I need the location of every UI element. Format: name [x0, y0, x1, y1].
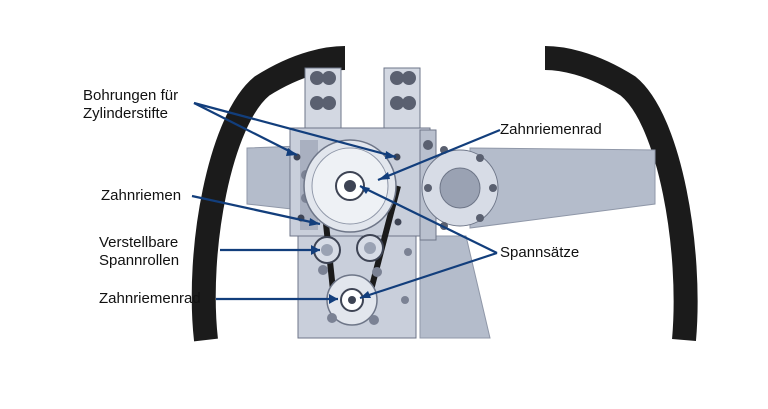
label-bohrungen-line1: Bohrungen für: [83, 87, 179, 104]
label-bohrungen-line2: Zylinderstifte: [83, 105, 169, 122]
label-zahnriemenrad-top: Zahnriemenrad: [500, 121, 602, 138]
label-zahnriemenrad-bottom: Zahnriemenrad: [99, 290, 201, 307]
tension-rollers: [313, 234, 412, 277]
bottom-pulley: [326, 274, 409, 326]
wheel-spokes: [246, 145, 656, 339]
leader-spannsaetze-b: [359, 251, 498, 300]
label-zahnriemen: Zahnriemen: [101, 187, 182, 204]
wheel-rim: [191, 46, 698, 342]
top-pulley: [303, 139, 397, 233]
leader-arrowheads: [286, 148, 396, 304]
leader-bohrungen-a: [193, 102, 298, 156]
leader-bohrungen-b: [193, 101, 397, 159]
leader-zahnriemenrad-top: [377, 128, 501, 182]
leader-spannsaetze-a: [359, 185, 498, 254]
leader-lines: [191, 101, 501, 301]
leader-zahnriemen: [191, 194, 321, 226]
label-verstellbare-line1: Verstellbare: [99, 234, 179, 251]
label-verstellbare-line2: Spannrollen: [99, 252, 180, 269]
label-spannsaetze: Spannsätze: [500, 244, 580, 261]
right-hub: [419, 129, 499, 241]
label-verstellbare-spannrollen: Verstellbare Spannrollen: [99, 234, 179, 270]
label-bohrungen: Bohrungen für Zylinderstifte: [83, 87, 178, 123]
